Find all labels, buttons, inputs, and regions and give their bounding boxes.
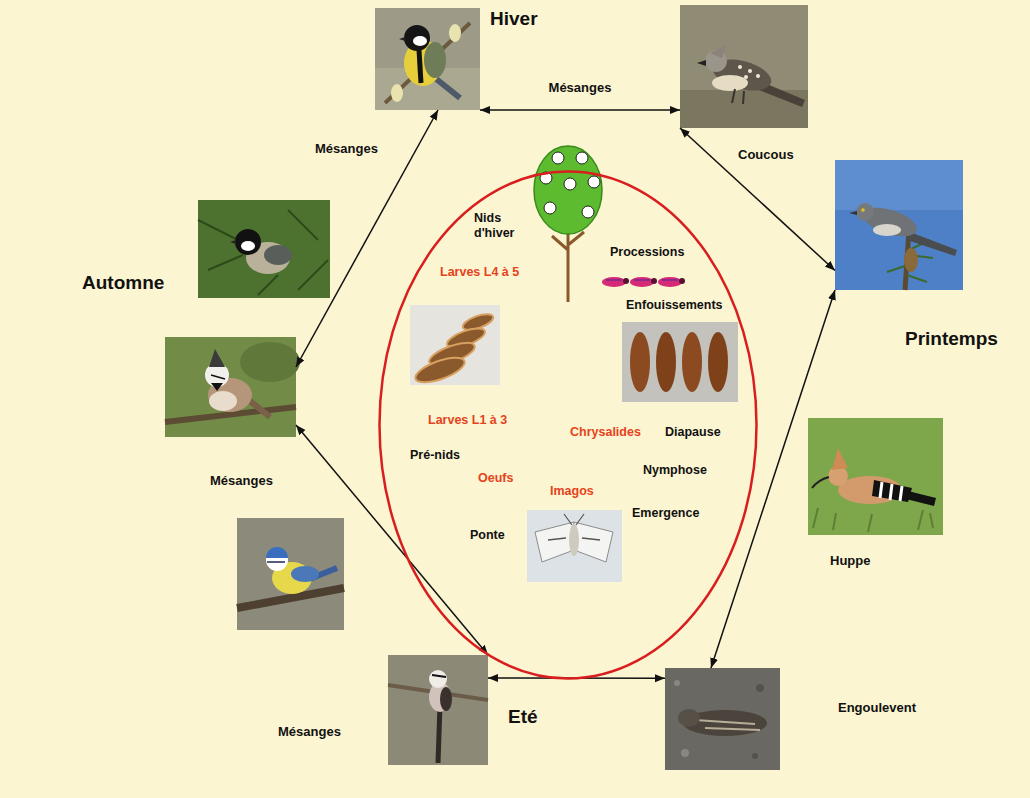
- bird-name: Huppe: [830, 553, 870, 569]
- pupae-photo: [622, 322, 738, 402]
- crested-tit-photo: [165, 337, 300, 437]
- larvae-photo: [410, 305, 500, 387]
- cuckoo-photo: [680, 5, 808, 128]
- life-cycle-ellipse: Nids d'hiverProcessionsEnfouissementsLar…: [378, 170, 758, 680]
- season-label: Automne: [82, 272, 164, 295]
- great-tit-photo: [375, 8, 480, 110]
- season-label: Hiver: [490, 8, 538, 31]
- blue-tit-photo: [237, 518, 344, 630]
- season-label: Printemps: [905, 328, 998, 351]
- stage-label: Larves L4 à 5: [440, 265, 519, 280]
- nightjar-photo: [665, 668, 780, 770]
- coal-tit-photo: [198, 200, 330, 298]
- cycle-arrow: [711, 290, 835, 668]
- bird-photo: Mésanges: [165, 337, 296, 437]
- stage-label: Ponte: [470, 528, 505, 543]
- stage-label: Processions: [610, 245, 684, 260]
- bird-name: Engoulevent: [838, 700, 916, 716]
- bird-name: Mésanges: [278, 724, 341, 740]
- tree-icon: [534, 146, 602, 302]
- long-tailed-tit-photo: [388, 655, 488, 765]
- stage-label: Imagos: [550, 484, 594, 499]
- stage-label: Nymphose: [643, 463, 707, 478]
- ellipse-outline: [380, 172, 757, 679]
- stage-label: Diapause: [665, 425, 721, 440]
- bird-photo: Mésanges: [388, 655, 488, 765]
- bird-photo: Engoulevent: [665, 668, 780, 770]
- bird-photo: Coucous: [680, 5, 808, 128]
- cycle-arrow: [480, 109, 680, 111]
- stage-label: Larves L1 à 3: [428, 413, 507, 428]
- stage-label: Nids d'hiver: [474, 211, 526, 241]
- stage-label: Emergence: [632, 506, 699, 521]
- cuckoo-photo: [835, 160, 963, 290]
- caterpillar-icon: [602, 277, 685, 287]
- stage-label: Enfouissements: [626, 298, 723, 313]
- bird-name: Mésanges: [210, 473, 273, 489]
- bird-photo: Huppe: [808, 418, 943, 535]
- season-label: Eté: [508, 706, 538, 729]
- bird-photo: Mésanges: [375, 8, 480, 110]
- bird-name: Mésanges: [549, 80, 612, 96]
- bird-name: Mésanges: [315, 141, 378, 157]
- moth-photo: [527, 510, 622, 582]
- stage-label: Chrysalides: [570, 425, 641, 440]
- stage-label: Pré-nids: [410, 448, 460, 463]
- hoopoe-photo: [808, 418, 943, 535]
- cycle-arrow: [296, 110, 438, 367]
- cycle-arrow: [296, 425, 488, 655]
- bird-name: Coucous: [738, 147, 794, 163]
- stage-label: Oeufs: [478, 471, 513, 486]
- bird-photo: Printemps: [835, 160, 963, 290]
